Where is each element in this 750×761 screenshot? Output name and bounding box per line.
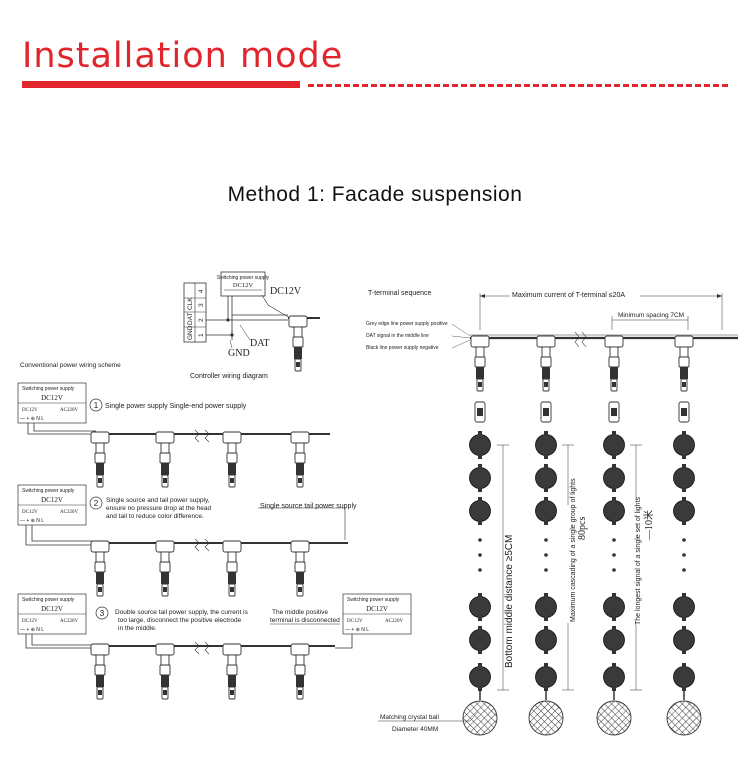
- scheme3-tee-3: [222, 643, 242, 700]
- scheme3-psu-label-left: Switching power supply: [22, 597, 75, 603]
- light-string-3: [596, 335, 632, 736]
- scheme3-middle-line1: The middle positive: [272, 609, 328, 616]
- scheme3-note-line3: in the middle.: [118, 625, 157, 632]
- controller-psu-label: Switching power supply: [217, 275, 270, 281]
- max-current-label: Maximum current of T-terminal ≤20A: [512, 292, 625, 299]
- scheme2-psu-label: Switching power supply: [22, 488, 75, 494]
- min-spacing-label: Minimum spacing 7CM: [618, 312, 684, 319]
- scheme2-tee-2: [155, 540, 175, 597]
- scheme1-tee-4: [290, 431, 310, 488]
- scheme3-tee-2: [155, 643, 175, 700]
- scheme3-tee-1: [90, 643, 110, 700]
- pin-label-clk: CLK: [187, 297, 194, 310]
- controller-dc-label: DC12V: [270, 286, 302, 297]
- scheme3-number-circle: [95, 606, 109, 620]
- pin-label-gnd: GND: [187, 325, 194, 340]
- scheme-3: Switching power supply DC12V DC12V AC220…: [17, 593, 412, 700]
- max-cascade-label: Maximum cascading of a single group of l…: [570, 478, 577, 622]
- controller-diagram: Switching power supply DC12V 4 CLK DAT G…: [183, 271, 320, 380]
- scheme1-psu-dc: DC12V: [41, 394, 63, 402]
- pin-number-2: 2: [198, 318, 205, 322]
- title-dashed-line: [308, 84, 728, 87]
- t-terminal-label: T-terminal sequence: [368, 290, 432, 297]
- scheme2-number-circle: [89, 496, 103, 510]
- scheme3-ac-left: AC220V: [60, 619, 78, 624]
- scheme1-number-circle: [89, 398, 103, 412]
- pin-number-3: 3: [198, 303, 205, 307]
- controller-psu-box: [220, 271, 266, 297]
- scheme3-terminals-left: — + ⊕ N L: [20, 627, 44, 633]
- scheme2-psu-dc: DC12V: [41, 496, 63, 504]
- suspension-diagram: T-terminal sequence Maximum current of T…: [366, 289, 738, 736]
- scheme-1: Switching power supply DC12V DC12V AC220…: [17, 382, 330, 488]
- light-string-1: [462, 335, 498, 736]
- scheme3-psu-dc-left: DC12V: [41, 605, 63, 613]
- max-cascade-pcs: 80pcs: [577, 517, 588, 540]
- scheme1-note: Single power supply Single-end power sup…: [105, 403, 247, 410]
- scheme1-ac: AC220V: [60, 408, 78, 413]
- controller-dat-label: DAT: [250, 338, 269, 349]
- scheme3-tee-4: [290, 643, 310, 700]
- scheme2-number: 2: [94, 499, 99, 508]
- scheme2-tee-3: [222, 540, 242, 597]
- pin-number-1: 1: [198, 333, 205, 337]
- scheme2-note-line1: Single source and tail power supply,: [106, 497, 210, 504]
- light-string-4: [666, 335, 702, 736]
- scheme2-tee-1: [90, 540, 110, 597]
- light-string-2: [528, 335, 564, 736]
- light-strings: [462, 335, 702, 736]
- scheme1-tee-3: [222, 431, 242, 488]
- scheme1-psu-label: Switching power supply: [22, 386, 75, 392]
- scheme1-terminals: — + ⊕ N L: [20, 416, 44, 422]
- bottom-distance-label: Bottom middle distance ≥5CM: [504, 535, 515, 668]
- scheme2-note-line2: ensure no pressure drop at the head: [106, 505, 212, 512]
- scheme2-note-line3: and tail to reduce color difference.: [106, 513, 204, 520]
- scheme3-terminals-right: — + ⊕ N L: [345, 627, 369, 633]
- method-heading: Method 1: Facade suspension: [227, 183, 523, 206]
- page-title: Installation mode: [22, 36, 344, 76]
- scheme1-tee-1: [90, 431, 110, 488]
- scheme3-psu-label-right: Switching power supply: [347, 597, 400, 603]
- crystal-ball-label: Matching crystal ball: [380, 714, 439, 721]
- scheme3-number: 3: [100, 609, 105, 618]
- scheme3-ac-right: AC220V: [385, 619, 403, 624]
- controller-psu-voltage: DC12V: [233, 282, 254, 289]
- scheme3-middle-line2: terminal is disconnected: [270, 617, 340, 624]
- scheme2-ac: AC220V: [60, 510, 78, 515]
- scheme2-dc-small: DC12V: [22, 510, 38, 515]
- line-label-positive: Grey edge line power supply positive: [366, 321, 448, 327]
- scheme1-tee-2: [155, 431, 175, 488]
- scheme3-psu-dc-right: DC12V: [366, 605, 388, 613]
- pin-label-4: 4: [198, 289, 205, 293]
- scheme3-dc-small-right: DC12V: [347, 619, 363, 624]
- line-label-signal: DAT signal in the middle line: [366, 333, 429, 339]
- scheme-2: Switching power supply DC12V DC12V AC220…: [17, 484, 357, 597]
- scheme2-tee-4: [290, 540, 310, 597]
- longest-signal-label: The longest signal of a single set of li…: [635, 496, 642, 625]
- scheme2-terminals: — + ⊕ N L: [20, 518, 44, 524]
- crystal-ball-diameter: Diameter 40MM: [392, 726, 438, 733]
- scheme2-tail-label: Single source tail power supply: [260, 503, 357, 510]
- controller-gnd-label: GND: [228, 348, 250, 359]
- longest-signal-meters: —10米: [642, 510, 655, 541]
- controller-caption: Controller wiring diagram: [190, 373, 268, 380]
- title-underline-bar: [22, 81, 300, 88]
- scheme3-note-line1: Double source tail power supply, the cur…: [115, 609, 249, 616]
- conventional-wiring: Conventional power wiring scheme Switchi…: [17, 362, 412, 700]
- line-label-negative: Black line power supply negative: [366, 345, 439, 351]
- scheme1-dc-small: DC12V: [22, 408, 38, 413]
- scheme1-number: 1: [94, 401, 99, 410]
- scheme3-note-line2: too large, disconnect the positive elect…: [118, 617, 242, 624]
- controller-tee-connector: [288, 315, 308, 372]
- pin-label-dat: DAT: [187, 312, 194, 325]
- scheme3-dc-small-left: DC12V: [22, 619, 38, 624]
- conventional-heading: Conventional power wiring scheme: [20, 362, 121, 369]
